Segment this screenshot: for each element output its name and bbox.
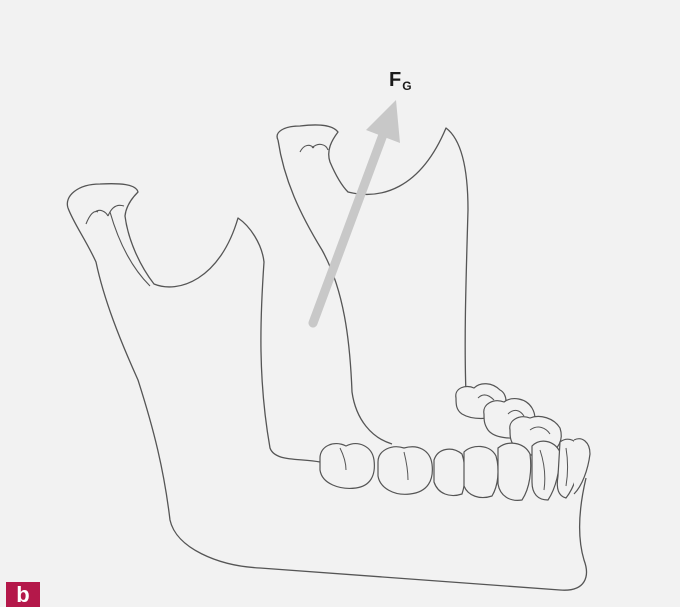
force-label: FG [389, 70, 412, 92]
far-condyle-notch [86, 205, 124, 224]
force-symbol: F [389, 69, 401, 91]
tooth-premolar-1 [320, 444, 374, 489]
far-ramus-outline [67, 184, 320, 462]
tooth-incisor-5 [574, 439, 590, 494]
panel-label: b [6, 582, 40, 607]
far-ramus-inner [110, 212, 150, 286]
tooth-incisor-1 [464, 446, 498, 497]
tooth-canine [434, 449, 465, 495]
near-ramus-front [278, 140, 392, 444]
force-subscript: G [402, 79, 411, 93]
tooth-incisor-2 [498, 443, 531, 500]
tooth-premolar-2 [378, 447, 432, 495]
near-condyle-notch [300, 144, 328, 152]
tooth-incisor-3 [532, 441, 560, 500]
force-arrow-shaft [313, 132, 384, 323]
